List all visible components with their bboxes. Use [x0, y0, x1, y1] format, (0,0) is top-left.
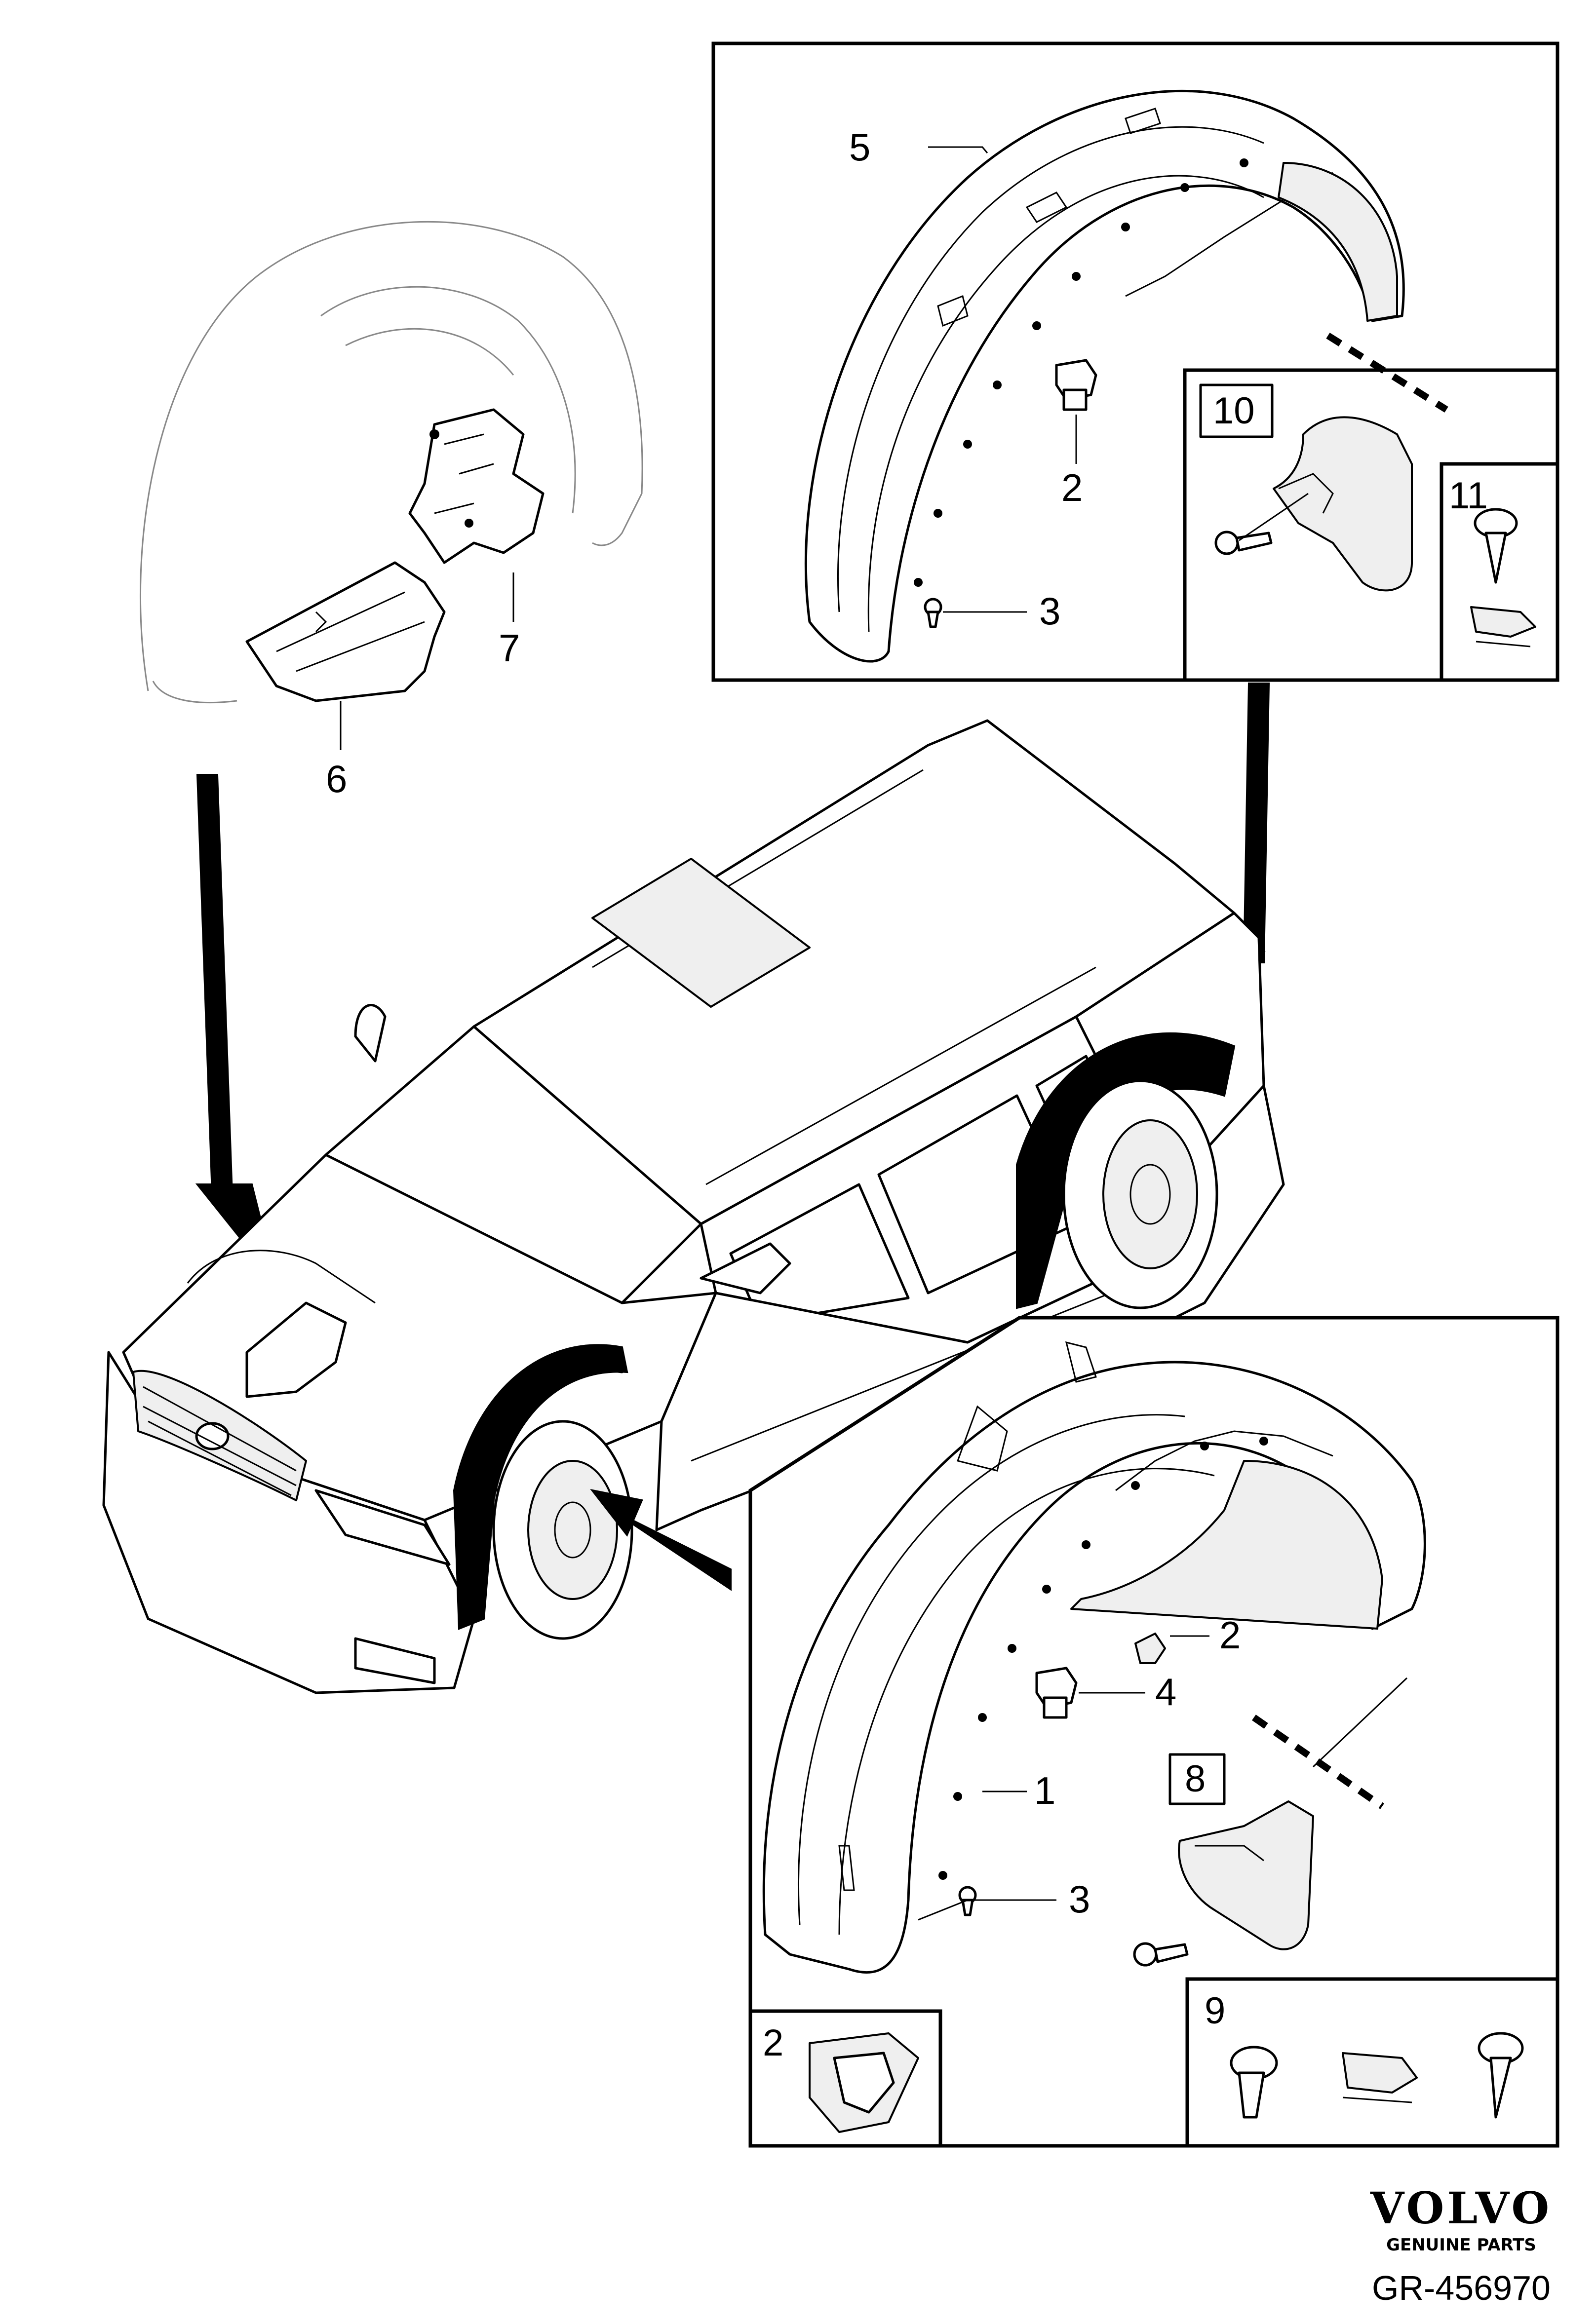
- callout-4: 4: [1155, 1670, 1176, 1714]
- callout-box: [1168, 1753, 1226, 1805]
- callout-2-rear: 2: [1061, 466, 1083, 509]
- callout-7: 7: [499, 626, 520, 670]
- brand-logo: VOLVO: [1370, 2182, 1552, 2234]
- leader-line: [928, 146, 988, 153]
- figure-id: GR-456970: [1372, 2269, 1551, 2307]
- front-inner-wheelhouse-illustration: [140, 221, 643, 704]
- callout-6: 6: [326, 757, 347, 800]
- clip-detail-illustration: [809, 2032, 919, 2133]
- callout-9: 9: [1205, 1990, 1225, 2032]
- dashed-link: [1326, 333, 1448, 413]
- rear-hardware-illustration: [1470, 508, 1536, 648]
- callout-3-rear: 3: [1039, 589, 1060, 633]
- arrow-to-front-panel: [590, 1488, 732, 1591]
- arrow-to-car-front: [195, 774, 277, 1284]
- callout-10: 10: [1213, 390, 1255, 432]
- rear-mudflap-illustration: [1214, 416, 1413, 592]
- front-hardware-illustration: [1230, 2032, 1524, 2119]
- leader-line: [918, 1899, 1056, 1921]
- front-mudflap-illustration: [1133, 1800, 1314, 1967]
- car-illustration: [102, 719, 1285, 1694]
- rear-mudflap-hardware-inset: [1440, 462, 1559, 682]
- rear-wheelhouse-liner-illustration: [804, 89, 1405, 663]
- callout-11: 11: [1449, 475, 1488, 517]
- leader-line: [1312, 1677, 1408, 1768]
- callout-8: 8: [1185, 1758, 1206, 1800]
- callout-box: [1199, 383, 1274, 438]
- callout-2-front: 2: [1219, 1613, 1241, 1657]
- callout-1: 1: [1034, 1769, 1055, 1812]
- brand-tagline: GENUINE PARTS: [1386, 2235, 1536, 2255]
- leader-line: [1239, 493, 1309, 541]
- callout-3-front: 3: [1069, 1877, 1090, 1921]
- front-wheelhouse-liner-illustration: [762, 1341, 1426, 1974]
- callout-2-detail: 2: [763, 2022, 783, 2064]
- callout-5: 5: [849, 125, 870, 169]
